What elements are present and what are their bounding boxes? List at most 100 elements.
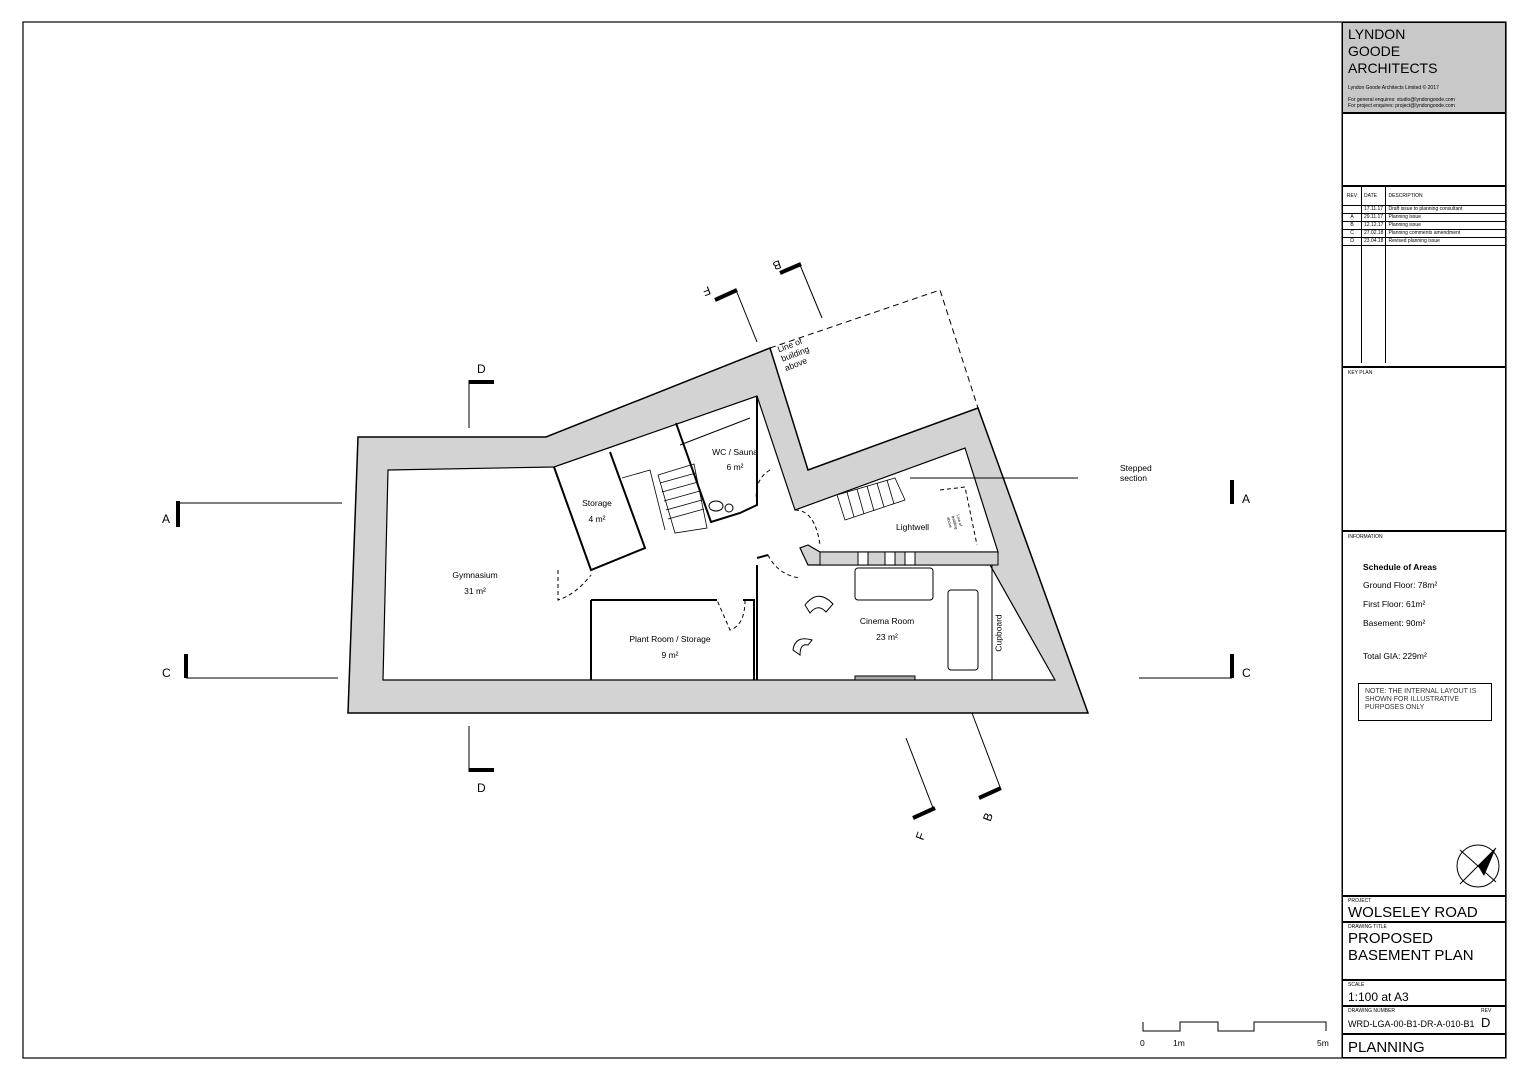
scale-bar-5m: 5m [1317, 1038, 1329, 1048]
sheet-border [22, 21, 1507, 1059]
date-cell: 27.02.18 [1360, 228, 1386, 237]
project-name: WOLSELEY ROAD [1348, 904, 1478, 921]
status-panel: PLANNING [1342, 1034, 1506, 1058]
room-gymnasium: Gymnasium 31 m² [440, 570, 510, 596]
project-panel: PROJECT WOLSELEY ROAD [1342, 896, 1506, 922]
drawing-number-panel: DRAWING NUMBER REV WRD-LGA-00-B1-DR-A-01… [1342, 1006, 1506, 1034]
scale-value: 1:100 at A3 [1348, 990, 1409, 1004]
project-enquiries: For project enquires: project@lyndongood… [1348, 103, 1455, 109]
practice-name-line: GOODE [1348, 43, 1401, 59]
doors [557, 469, 821, 631]
building-above-line-lightwell [939, 486, 978, 546]
section-d-bottom: D [477, 781, 486, 795]
basement-area: Basement: 90m² [1363, 618, 1426, 628]
section-c-left: C [162, 666, 171, 680]
information-panel: INFORMATION Schedule of Areas Ground Flo… [1342, 531, 1506, 896]
rev-cell: C [1343, 228, 1362, 237]
drawing-title-label: DRAWING TITLE [1348, 924, 1387, 930]
building-above-line [769, 289, 979, 409]
information-label: INFORMATION [1348, 534, 1383, 540]
first-floor-area: First Floor: 61m² [1363, 599, 1426, 609]
schedule-title: Schedule of Areas [1363, 562, 1437, 572]
description-cell: Planning comments amendment [1385, 228, 1505, 237]
room-name: Gymnasium [452, 570, 498, 580]
drawing-title-line2: BASEMENT PLAN [1348, 947, 1474, 964]
current-rev: D [1481, 1015, 1491, 1030]
practice-name-line: LYNDON [1348, 26, 1406, 42]
illustrative-note: NOTE: THE INTERNAL LAYOUT IS SHOWN FOR I… [1358, 683, 1492, 721]
room-area: 9 m² [661, 650, 679, 660]
room-area: 31 m² [464, 586, 486, 596]
date-cell: 29.11.17 [1360, 212, 1386, 221]
description-cell: Planning issue [1385, 212, 1505, 221]
room-area: 4 m² [588, 514, 606, 524]
project-label: PROJECT [1348, 898, 1372, 904]
room-plant: Plant Room / Storage 9 m² [620, 634, 720, 660]
date-cell: 17.11.17 [1360, 204, 1386, 213]
cinema-furniture [792, 551, 979, 681]
blank-panel [1342, 113, 1506, 186]
date-cell: 23.04.18 [1360, 236, 1386, 245]
general-enquiries: For general enquires: studio@lyndongoode… [1348, 97, 1455, 103]
rev-cell: A [1343, 212, 1362, 221]
room-area: 23 m² [876, 632, 898, 642]
stepped-section-label: Stepped section [1120, 463, 1152, 483]
section-d-top: D [477, 362, 486, 376]
room-wc-sauna: WC / Sauna 6 m² [700, 447, 770, 472]
date-header: DATE [1360, 187, 1386, 205]
room-cinema: Cinema Room 23 m² [847, 616, 927, 642]
rev-cell: B [1343, 220, 1362, 229]
room-name: Storage [582, 498, 612, 508]
room-storage: Storage 4 m² [567, 498, 627, 524]
drawing-title-line1: PROPOSED [1348, 930, 1434, 947]
scale-bar [1142, 1021, 1327, 1032]
scale-panel: SCALE 1:100 at A3 [1342, 980, 1506, 1006]
ground-floor-area: Ground Floor: 78m² [1363, 580, 1438, 590]
section-c-right: C [1242, 666, 1251, 680]
description-cell: Revised planning issue [1385, 236, 1505, 245]
section-a-right: A [1242, 492, 1251, 506]
drawing-status: PLANNING [1348, 1039, 1425, 1056]
key-plan-panel: KEY PLAN [1342, 367, 1506, 531]
date-cell: 12.12.17 [1360, 220, 1386, 229]
room-name: Cinema Room [859, 616, 915, 626]
section-markers [176, 262, 1234, 820]
room-lightwell: Lightwell [896, 522, 930, 532]
north-arrow-icon [1456, 844, 1500, 888]
room-cupboard: Cupboard [993, 614, 1004, 652]
drawing-number: WRD-LGA-00-B1-DR-A-010-B1 [1348, 1019, 1475, 1029]
section-a-left: A [162, 512, 171, 526]
basin-icon [724, 503, 734, 513]
rev-cell [1343, 204, 1362, 213]
scale-bar-1m: 1m [1173, 1038, 1185, 1048]
total-gia: Total GIA: 229m² [1363, 651, 1427, 661]
drawing-title-panel: DRAWING TITLE PROPOSED BASEMENT PLAN [1342, 922, 1506, 980]
scale-label: SCALE [1348, 982, 1365, 988]
description-header: DESCRIPTION [1385, 187, 1505, 205]
copyright: Lyndon Goode Architects Limited © 2017 [1348, 85, 1439, 91]
practice-name-line: ARCHITECTS [1348, 60, 1438, 76]
drawing-number-label: DRAWING NUMBER [1348, 1008, 1396, 1014]
external-walls [347, 347, 1090, 714]
room-area: 6 m² [726, 462, 744, 472]
scale-bar-zero: 0 [1140, 1038, 1145, 1048]
revision-empty-row [1343, 244, 1505, 363]
description-cell: Planning issue [1385, 220, 1505, 229]
rev-cell: D [1343, 236, 1362, 245]
stairs [621, 463, 906, 534]
toilet-icon [708, 500, 724, 512]
room-name: Plant Room / Storage [629, 634, 711, 644]
rev-label: REV [1481, 1008, 1492, 1014]
key-plan-label: KEY PLAN [1348, 370, 1373, 376]
room-name: WC / Sauna [712, 447, 758, 457]
